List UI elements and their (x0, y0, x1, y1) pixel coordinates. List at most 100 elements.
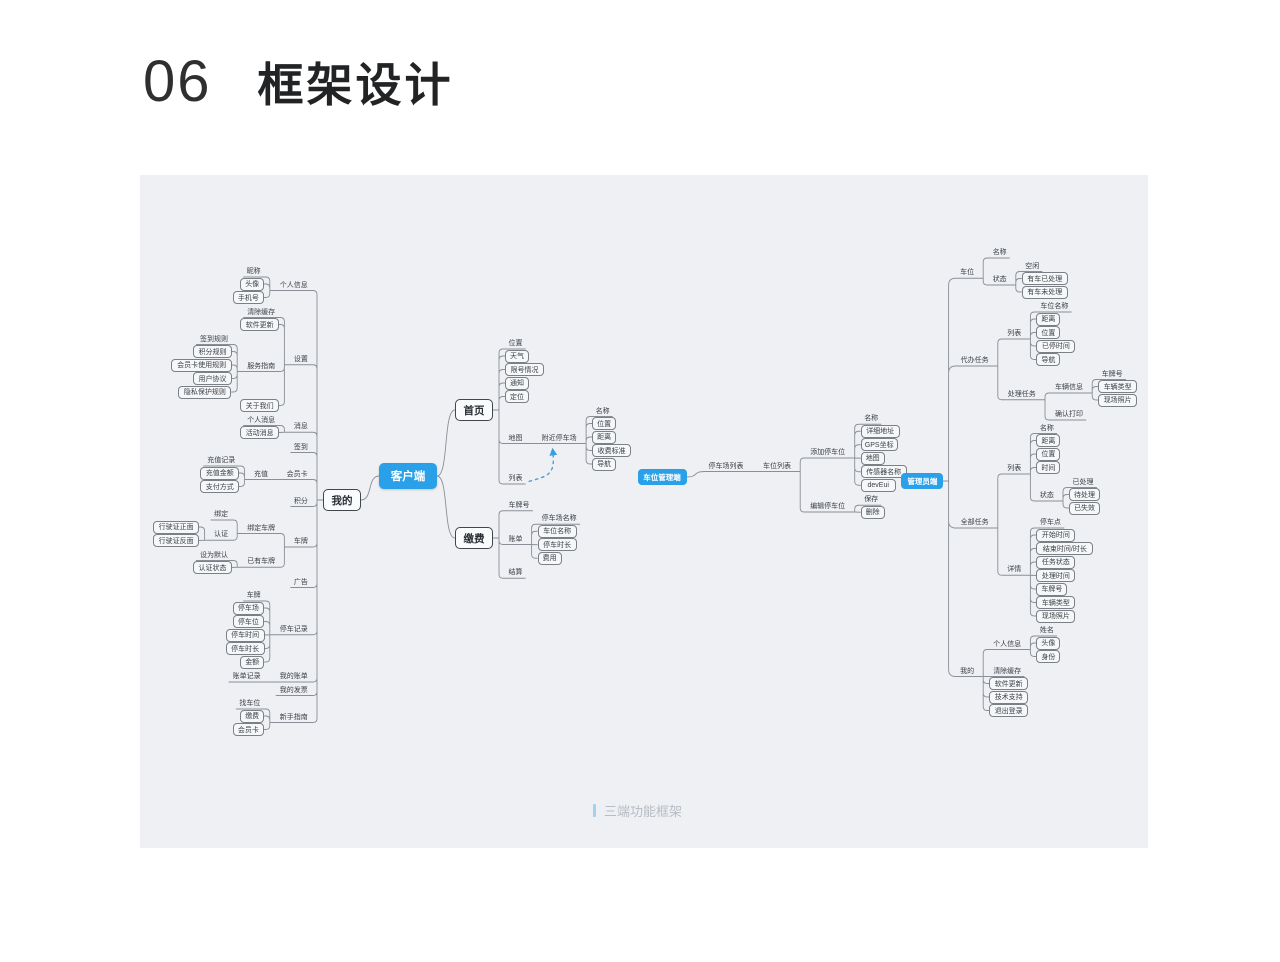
mindmap-node[interactable]: 个人信息 (279, 281, 308, 289)
mindmap-node[interactable]: 设置 (293, 355, 308, 363)
mindmap-node[interactable]: 认证 (214, 531, 229, 539)
mindmap-node[interactable]: 首页 (455, 399, 493, 421)
mindmap-node[interactable]: 已处理 (1072, 478, 1094, 486)
mindmap-node[interactable]: 新手指南 (279, 713, 308, 721)
mindmap-node[interactable]: 金额 (240, 655, 265, 669)
mindmap-node[interactable]: 行驶证反面 (153, 534, 200, 547)
mindmap-node[interactable]: 删除 (860, 505, 885, 519)
mindmap-node[interactable]: 车位名称 (1040, 303, 1069, 310)
mindmap-node[interactable]: 停车位 (232, 615, 264, 628)
mindmap-node[interactable]: 全部任务 (960, 519, 989, 526)
mindmap-node[interactable]: 添加停车位 (810, 449, 846, 456)
mindmap-node[interactable]: 地图 (860, 451, 885, 465)
mindmap-node[interactable]: 我的 (323, 489, 361, 511)
mindmap-node[interactable]: 名称 (595, 407, 610, 415)
mindmap-node[interactable]: 位置 (592, 417, 617, 430)
mindmap-node[interactable]: 个人消息 (247, 416, 276, 424)
mindmap-node[interactable]: 积分 (293, 497, 308, 505)
mindmap-node[interactable]: 有车未处理 (1021, 285, 1068, 299)
mindmap-node[interactable]: 充值金额 (200, 466, 240, 480)
mindmap-node[interactable]: 昵称 (246, 268, 261, 275)
mindmap-node[interactable]: 有车已处理 (1021, 272, 1068, 285)
mindmap-node[interactable]: 名称 (1039, 424, 1054, 432)
mindmap-node[interactable]: 距离 (1036, 312, 1061, 326)
mindmap-node[interactable]: 认证状态 (193, 561, 232, 574)
mindmap-node[interactable]: 服务指南 (247, 362, 276, 370)
mindmap-node[interactable]: 保存 (864, 496, 879, 504)
mindmap-node[interactable]: 积分规则 (193, 345, 232, 358)
mindmap-node[interactable]: 现场照片 (1098, 393, 1138, 407)
mindmap-node[interactable]: 状态 (1039, 492, 1054, 499)
mindmap-node[interactable]: 结束时间/时长 (1036, 542, 1094, 555)
mindmap-node[interactable]: 通知 (505, 376, 529, 390)
mindmap-node[interactable]: 隐私保护规则 (178, 385, 232, 399)
mindmap-node[interactable]: 会员卡 (286, 470, 308, 478)
mindmap-node[interactable]: 清除缓存 (993, 667, 1022, 675)
mindmap-node[interactable]: 账单 (508, 535, 523, 543)
mindmap-node[interactable]: 列表 (508, 475, 523, 482)
mindmap-node[interactable]: 结算 (508, 569, 523, 577)
mindmap-node[interactable]: 位置 (508, 340, 523, 347)
mindmap-node[interactable]: 费用 (537, 551, 562, 565)
mindmap-node[interactable]: 停车场列表 (708, 462, 744, 470)
mindmap-node[interactable]: 状态 (992, 276, 1007, 283)
mindmap-node[interactable]: 账单记录 (232, 673, 261, 680)
mindmap-node[interactable]: 列表 (1007, 330, 1022, 337)
mindmap-node[interactable]: 软件更新 (989, 677, 1029, 690)
mindmap-node[interactable]: 现场照片 (1036, 609, 1076, 623)
mindmap-node[interactable]: 停车时间 (225, 628, 265, 642)
mindmap-node[interactable]: 已有车牌 (247, 558, 276, 566)
mindmap-node[interactable]: 活动消息 (240, 426, 280, 439)
mindmap-node[interactable]: 我的账单 (279, 673, 308, 680)
mindmap-node[interactable]: 关于我们 (240, 399, 280, 412)
mindmap-node[interactable]: 导航 (1036, 353, 1061, 366)
mindmap-root-node[interactable]: 客户端 (379, 463, 437, 489)
mindmap-node[interactable]: 编辑停车位 (810, 503, 846, 510)
mindmap-root-node[interactable]: 管理员端 (901, 473, 944, 489)
mindmap-node[interactable]: 广告 (293, 578, 308, 586)
mindmap-node[interactable]: 停车时长 (537, 538, 577, 552)
mindmap-node[interactable]: 收费标准 (592, 444, 632, 457)
mindmap-node[interactable]: 距离 (592, 430, 617, 444)
mindmap-node[interactable]: 会员卡使用规则 (171, 358, 233, 372)
mindmap-node[interactable]: 车牌号 (1101, 370, 1123, 378)
mindmap-node[interactable]: 名称 (992, 249, 1007, 256)
mindmap-node[interactable]: 列表 (1007, 465, 1022, 472)
mindmap-node[interactable]: 位置 (1036, 447, 1061, 461)
mindmap-node[interactable]: 缴费 (455, 527, 493, 549)
mindmap-node[interactable]: 绑定 (214, 511, 229, 518)
mindmap-node[interactable]: 身份 (1036, 650, 1061, 663)
mindmap-node[interactable]: 车位列表 (763, 462, 791, 470)
mindmap-node[interactable]: 姓名 (1039, 627, 1054, 634)
mindmap-node[interactable]: 位置 (1036, 326, 1061, 339)
mindmap-node[interactable]: 车牌号 (1036, 582, 1068, 596)
mindmap-node[interactable]: 设为默认 (200, 551, 228, 559)
mindmap-node[interactable]: 车牌号 (508, 501, 530, 509)
mindmap-node[interactable]: 退出登录 (989, 704, 1029, 717)
mindmap-node[interactable]: 车牌 (246, 592, 261, 599)
mindmap-node[interactable]: 待处理 (1069, 488, 1100, 501)
mindmap-node[interactable]: 已失效 (1069, 501, 1100, 515)
mindmap-node[interactable]: 附近停车场 (541, 434, 577, 442)
mindmap-node[interactable]: 软件更新 (240, 318, 280, 331)
mindmap-node[interactable]: 空闲 (1025, 262, 1040, 270)
mindmap-node[interactable]: 停车点 (1039, 519, 1061, 526)
mindmap-node[interactable]: 地图 (508, 434, 523, 442)
mindmap-node[interactable]: 详情 (1007, 566, 1022, 574)
mindmap-node[interactable]: 用户协议 (193, 372, 232, 385)
mindmap-node[interactable]: 停车记录 (279, 625, 308, 633)
mindmap-node[interactable]: 名称 (864, 415, 879, 423)
mindmap-node[interactable]: 停车时长 (225, 642, 265, 655)
mindmap-node[interactable]: 充值记录 (207, 457, 236, 464)
mindmap-node[interactable]: 时间 (1036, 461, 1061, 474)
mindmap-node[interactable]: 处理任务 (1007, 390, 1036, 398)
mindmap-node[interactable]: 天气 (505, 349, 529, 363)
mindmap-root-node[interactable]: 车位管理端 (637, 469, 687, 485)
mindmap-node[interactable]: 导航 (592, 457, 617, 471)
mindmap-node[interactable]: 定位 (505, 390, 529, 403)
mindmap-node[interactable]: 头像 (240, 277, 265, 291)
mindmap-node[interactable]: 限号情况 (505, 363, 544, 376)
mindmap-node[interactable]: 停车场名称 (541, 515, 577, 523)
mindmap-node[interactable]: GPS坐标 (860, 438, 898, 452)
mindmap-node[interactable]: 绑定车牌 (247, 524, 276, 532)
